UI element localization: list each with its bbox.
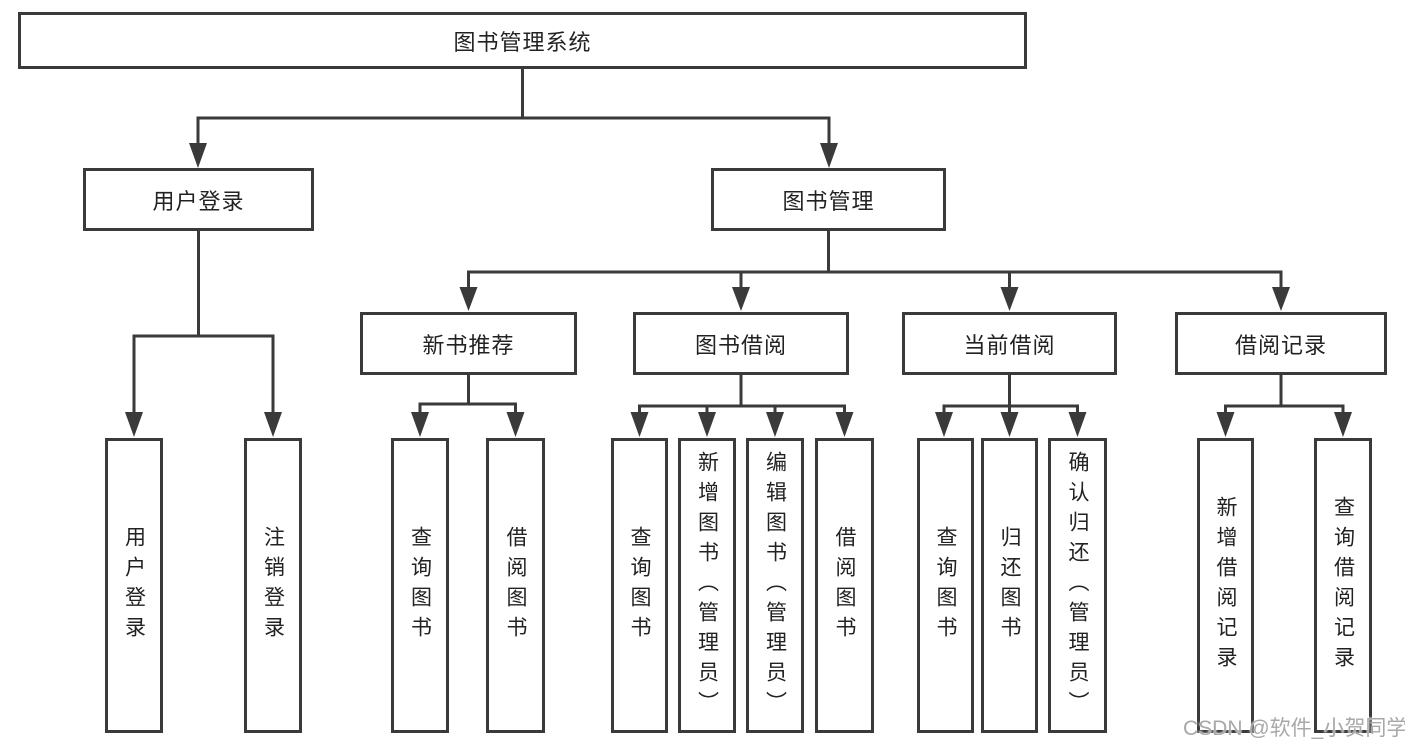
edge-new-book-to-leaves	[418, 375, 517, 414]
arrowhead-icon	[506, 412, 525, 437]
node-current-borrowing: 当前借阅	[902, 312, 1117, 375]
csdn-watermark: CSDN @软件_小贺同学	[1183, 717, 1405, 740]
leaf-label: 用户登录	[122, 525, 146, 646]
leaf-add-borrow-record: 新增借阅记录	[1197, 438, 1254, 733]
leaf-edit-book-admin: 编辑图书（管理员）	[746, 438, 804, 733]
node-library-management-system: 图书管理系统	[18, 12, 1027, 69]
arrowhead-icon	[459, 287, 478, 311]
leaf-query-borrow-record: 查询借阅记录	[1314, 438, 1372, 733]
leaf-logout: 注销登录	[244, 438, 302, 733]
arrowhead-icon	[1068, 412, 1087, 437]
arrowhead-icon	[1000, 287, 1019, 311]
arrowhead-icon	[732, 287, 750, 311]
arrowhead-icon	[698, 412, 716, 437]
node-label: 图书管理	[782, 188, 875, 214]
leaf-borrow-books-borrowing: 借阅图书	[815, 438, 874, 733]
arrowhead-icon	[264, 412, 282, 437]
leaf-add-book-admin: 新增图书（管理员）	[678, 438, 736, 733]
node-label: 借阅记录	[1234, 332, 1327, 358]
arrowhead-icon	[411, 412, 429, 437]
arrowhead-icon	[766, 412, 784, 437]
edge-book-borrow-to-leaves	[638, 375, 846, 414]
arrowhead-icon	[1272, 287, 1290, 311]
leaf-confirm-return-admin: 确认归还（管理员）	[1048, 438, 1107, 733]
leaf-label: 查询借阅记录	[1331, 495, 1355, 676]
leaf-label: 借阅图书	[504, 525, 527, 646]
node-label: 新书推荐	[422, 332, 515, 358]
node-book-borrowing: 图书借阅	[633, 312, 849, 375]
leaf-label: 确认归还（管理员）	[1066, 450, 1089, 721]
leaf-label: 查询图书	[628, 525, 651, 646]
arrowhead-icon	[630, 412, 649, 437]
node-new-book-recommendation: 新书推荐	[360, 312, 577, 375]
leaf-label: 查询图书	[934, 525, 957, 646]
arrowhead-icon	[1216, 412, 1235, 437]
node-borrowing-records: 借阅记录	[1175, 312, 1387, 375]
arrowhead-icon	[835, 412, 854, 437]
node-label: 当前借阅	[963, 332, 1056, 358]
arrowhead-icon	[1334, 412, 1352, 437]
leaf-label: 归还图书	[998, 525, 1021, 646]
node-label: 图书借阅	[694, 332, 787, 358]
edge-current-borrow-to-leaves	[942, 375, 1079, 414]
arrowhead-icon	[189, 143, 207, 168]
leaf-label: 新增借阅记录	[1214, 495, 1237, 676]
edge-root-to-level2	[196, 68, 831, 145]
leaf-query-books-newbook: 查询图书	[391, 438, 449, 733]
node-user-login: 用户登录	[83, 168, 314, 231]
node-book-management: 图书管理	[711, 168, 946, 231]
arrowhead-icon	[1000, 412, 1019, 437]
arrowhead-icon	[820, 143, 838, 168]
leaf-query-books-current: 查询图书	[917, 438, 974, 733]
arrowhead-icon	[935, 412, 953, 437]
leaf-label: 注销登录	[261, 525, 285, 646]
leaf-label: 借阅图书	[833, 525, 856, 646]
node-label: 用户登录	[152, 188, 245, 214]
leaf-label: 查询图书	[408, 525, 432, 646]
node-label: 图书管理系统	[453, 29, 592, 55]
leaf-label: 新增图书（管理员）	[695, 450, 719, 721]
arrowhead-icon	[125, 412, 143, 437]
leaf-borrow-books-newbook: 借阅图书	[486, 438, 545, 733]
edge-user-login-to-leaves	[132, 231, 275, 414]
edge-book-mgmt-to-level3	[467, 231, 1283, 290]
arrowheads	[125, 143, 1352, 437]
connector-lines	[132, 68, 1345, 414]
leaf-query-books-borrowing: 查询图书	[611, 438, 668, 733]
leaf-label: 编辑图书（管理员）	[763, 450, 787, 721]
edge-borrow-record-to-leaves	[1224, 375, 1345, 414]
leaf-user-login: 用户登录	[105, 438, 163, 733]
leaf-return-books: 归还图书	[981, 438, 1038, 733]
